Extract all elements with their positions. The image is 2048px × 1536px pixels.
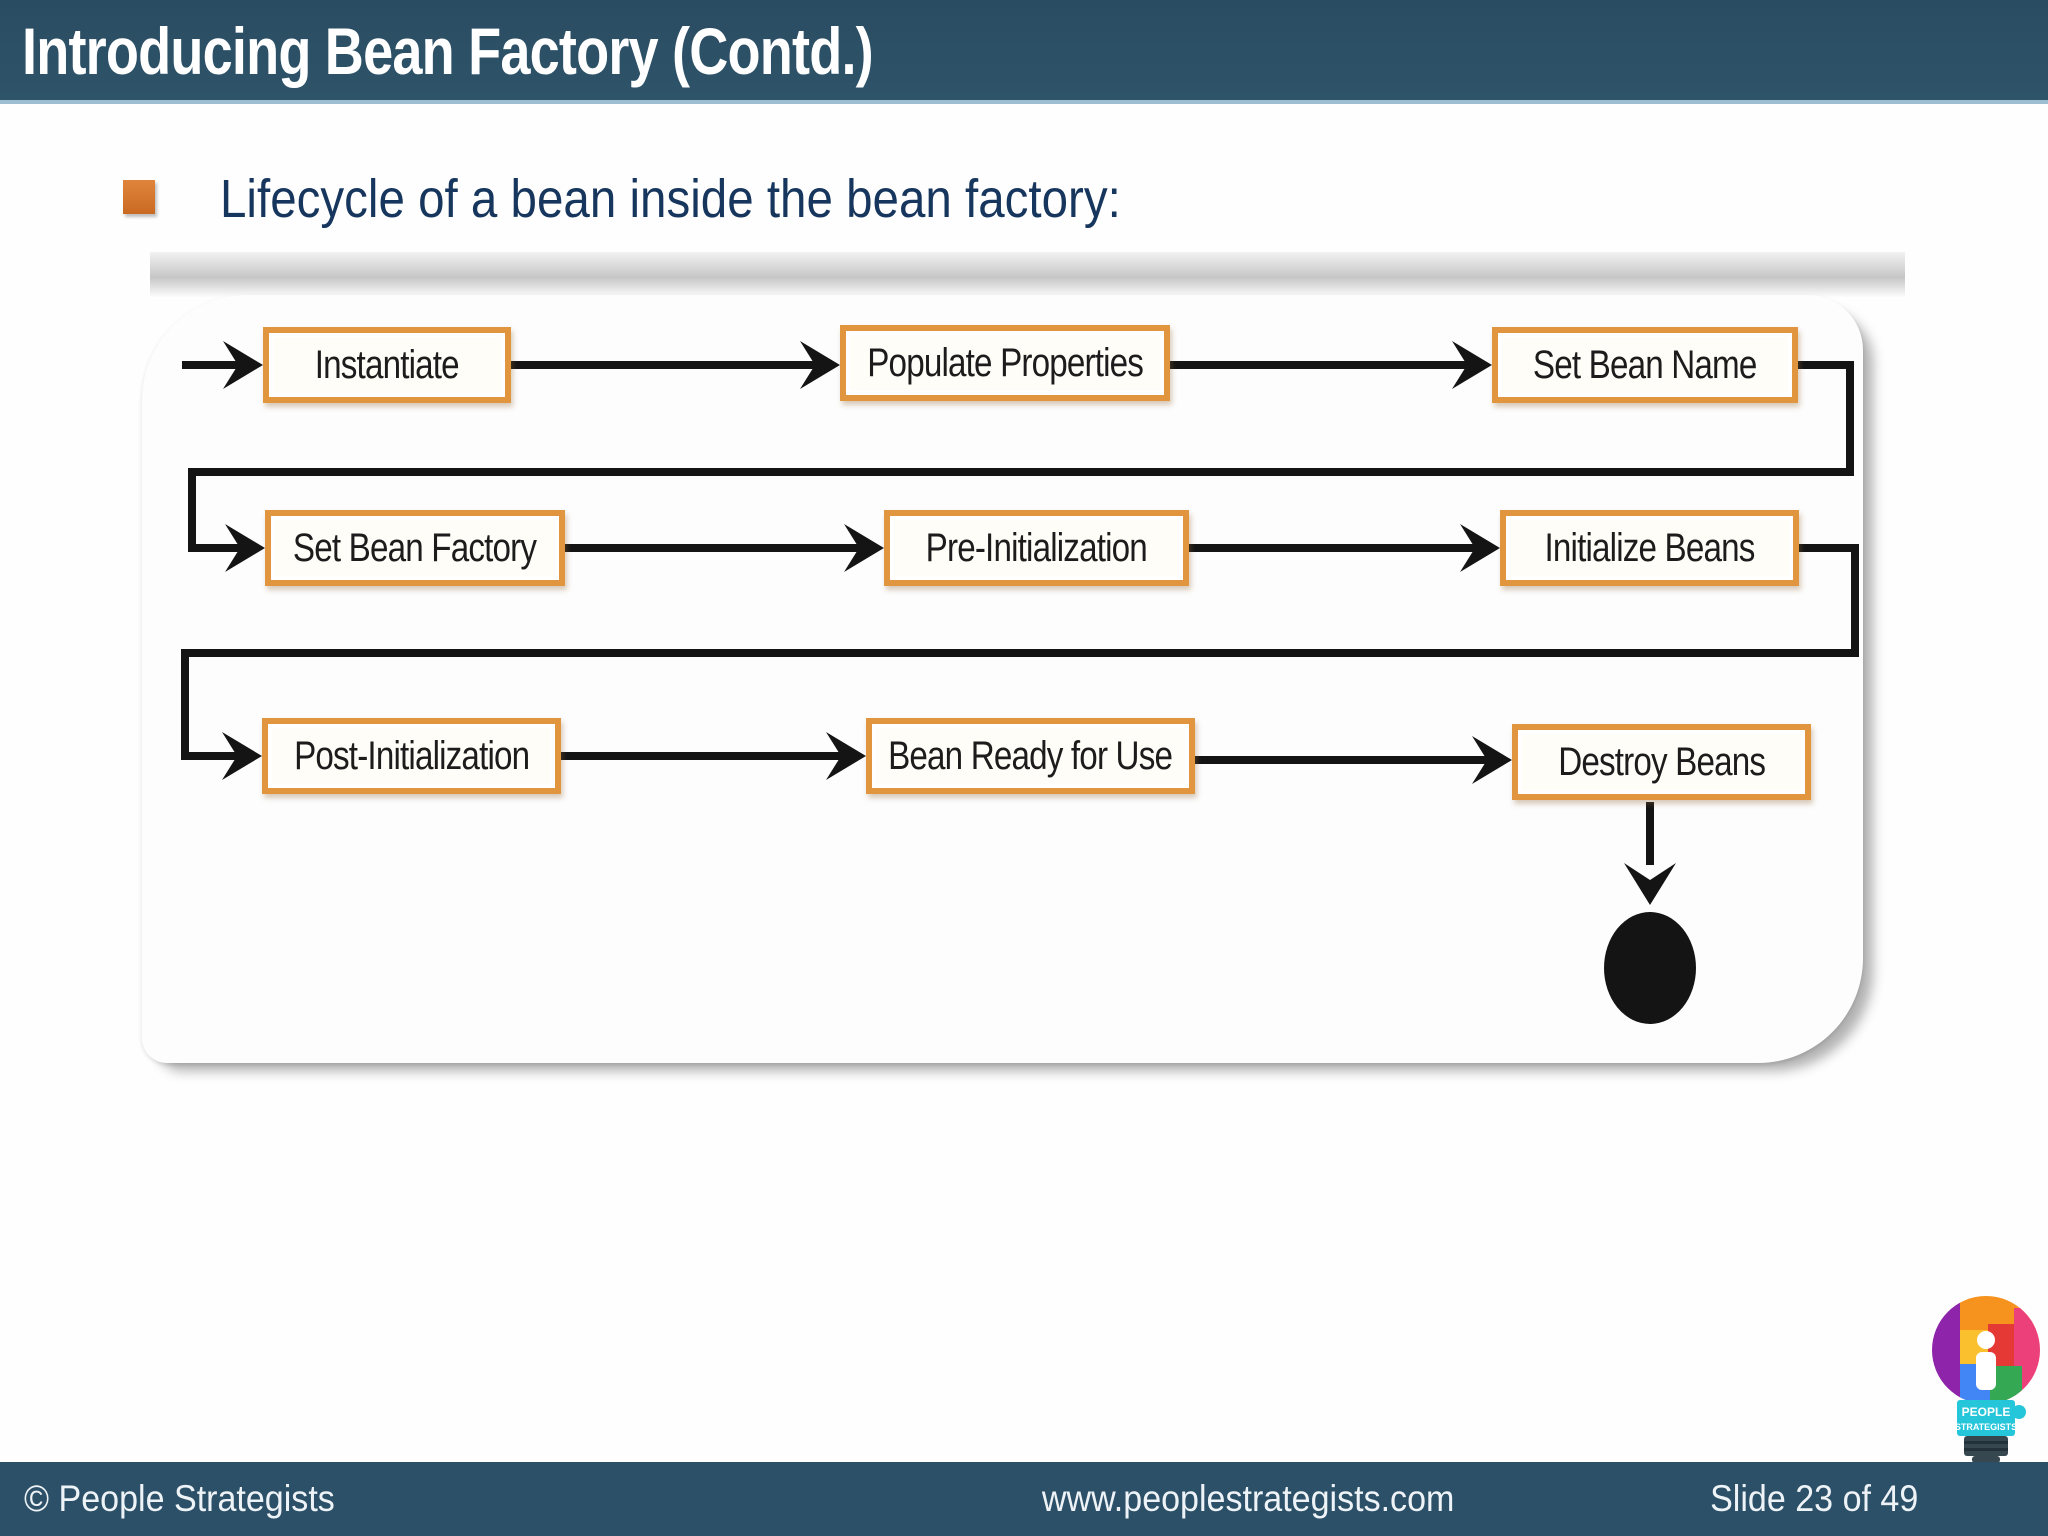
logo-text-line2: STRATEGISTS — [1955, 1422, 2017, 1432]
diagram-node-initialize-beans: Initialize Beans — [1500, 510, 1799, 586]
diagram-node-destroy-beans: Destroy Beans — [1512, 724, 1811, 800]
slide-title-bar: Introducing Bean Factory (Contd.) — [0, 0, 2048, 104]
logo-person-body — [1976, 1352, 1996, 1390]
bullet-square-icon — [123, 180, 155, 214]
diagram-node-populate-properties: Populate Properties — [840, 325, 1170, 401]
logo-base-tip — [1972, 1456, 2000, 1463]
slide-footer-bar: © People Strategists www.peoplestrategis… — [0, 1462, 2048, 1536]
logo-neck-knob — [2012, 1405, 2026, 1419]
diagram-node-set-bean-factory: Set Bean Factory — [265, 510, 565, 586]
diagram-node-pre-initialization: Pre-Initialization — [884, 510, 1189, 586]
diagram-panel — [142, 295, 1863, 1063]
slide-title: Introducing Bean Factory (Contd.) — [22, 14, 874, 88]
logo-base-ridge — [1964, 1448, 2008, 1451]
bullet-text: Lifecycle of a bean inside the bean fact… — [220, 169, 1121, 229]
logo-bulb-base — [1964, 1436, 2008, 1456]
logo-puzzle-purple — [1932, 1296, 1960, 1404]
footer-copyright: © People Strategists — [24, 1478, 335, 1519]
diagram-node-post-initialization: Post-Initialization — [262, 718, 561, 794]
logo-person-icon — [1977, 1331, 1995, 1349]
footer-website: www.peoplestrategists.com — [1041, 1478, 1455, 1519]
footer-slide-number: Slide 23 of 49 — [1709, 1478, 1918, 1519]
logo-neck — [1957, 1400, 2015, 1436]
diagram-top-shadow-band — [150, 252, 1905, 298]
logo-base-ridge — [1964, 1441, 2008, 1444]
logo-text-line1: PEOPLE — [1962, 1405, 2011, 1419]
diagram-node-bean-ready-for-use: Bean Ready for Use — [866, 718, 1195, 794]
diagram-node-instantiate: Instantiate — [263, 327, 511, 403]
diagram-node-set-bean-name: Set Bean Name — [1492, 327, 1798, 403]
people-strategists-logo: PEOPLE STRATEGISTS — [1932, 1296, 2040, 1463]
